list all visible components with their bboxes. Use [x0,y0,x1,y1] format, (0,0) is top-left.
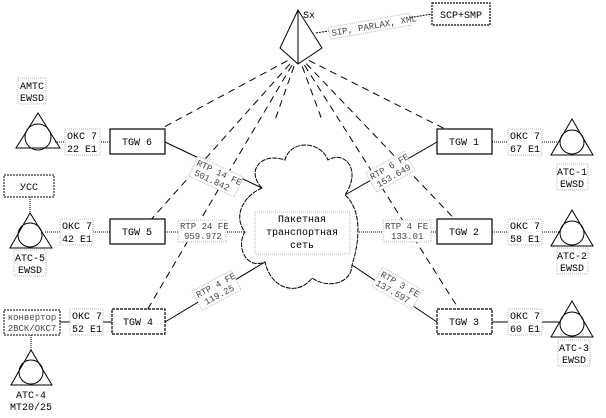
cloud-line2: транспортная [266,228,338,239]
converter-box[interactable] [3,309,61,336]
sx-link-tgw4 [139,54,299,323]
tgw5-rtp-2: 959.972 [184,232,222,242]
ats2-label-2: EWSD [560,264,584,275]
tgw6-okc-2: 22 E1 [67,145,97,156]
tgw6-box[interactable] [109,128,166,155]
cloud-label-box [254,211,351,255]
tgw2-rtp-2: 133.01 [391,232,423,242]
ats3-label-2: EWSD [562,356,586,367]
ats5-label-2: EWSD [18,266,42,277]
ats3-exchange[interactable] [550,300,594,338]
ats2-exchange[interactable] [550,209,594,247]
converter-line2: 2ВСК/ОКС7 [8,324,57,334]
tgw1-box[interactable] [436,128,493,155]
tgw5-okc-1: ОКС 7 [62,222,92,233]
tgw1-label: TGW 1 [449,138,479,149]
ats1-label-2: EWSD [560,180,584,191]
tgw5-box[interactable] [109,218,166,245]
tgw2-label: TGW 2 [449,228,479,239]
tgw4-box[interactable] [111,308,166,335]
ats1-exchange[interactable] [550,118,594,156]
converter-line1: конвертор [8,313,57,323]
ats2-label-1: АТС-2 [557,252,587,263]
tgw5-okc-2: 42 E1 [62,235,92,246]
scp-smp-label: SCP+SMP [440,11,482,22]
tgw2-okc-1: ОКС 7 [510,222,540,233]
tgw2-rtp-1: RTP 4 FE [385,222,428,232]
sx-link-tgw2 [297,54,468,233]
tgw6-okc-1: ОКС 7 [67,132,97,143]
tgw6-label: TGW 6 [122,138,152,149]
sx-label: Sx [303,11,315,22]
sx-link-tgw1 [297,54,468,141]
tgw2-box[interactable] [436,218,493,245]
cloud-line1: Пакетная [278,215,326,226]
sx-link-tgw6 [139,54,299,141]
cloud-line3: сеть [290,241,314,252]
ats5-exchange[interactable] [9,212,53,249]
tgw5-rtp-1: RTP 24 FE [180,222,229,232]
ucc-box[interactable] [3,174,55,198]
ats4-exchange[interactable] [10,349,53,386]
ats5-label-1: АТС-5 [15,254,45,265]
tgw3-box[interactable] [436,308,493,335]
tgw3-okc-2: 60 E1 [510,325,540,336]
tgw4-label: TGW 4 [123,318,153,329]
scp-smp-box[interactable] [431,2,491,26]
packet-network-cloud [239,144,359,289]
ats1-label-1: АТС-1 [557,168,587,179]
sx-link-tgw5 [139,54,299,233]
amts-label-1: АМТС [20,82,44,93]
tgw4-okc-1: ОКС 7 [72,312,102,323]
tgw1-okc-2: 67 E1 [510,145,540,156]
amts-exchange[interactable] [15,112,61,151]
ats4-label-2: МТ20/25 [10,402,52,414]
tgw1-okc-1: ОКС 7 [510,132,540,143]
tgw2-okc-2: 58 E1 [510,235,540,246]
tgw3-label: TGW 3 [449,318,479,329]
sx-softswitch[interactable]: Sx [279,8,323,65]
tgw4-okc-2: 52 E1 [72,325,102,336]
tgw3-okc-1: ОКС 7 [510,312,540,323]
tgw5-label: TGW 5 [122,228,152,239]
ats4-label-1: АТС-4 [16,391,46,402]
ucc-label: УСС [20,183,38,194]
amts-label-2: EWSD [20,94,44,105]
ats3-label-1: АТС-3 [559,344,589,355]
